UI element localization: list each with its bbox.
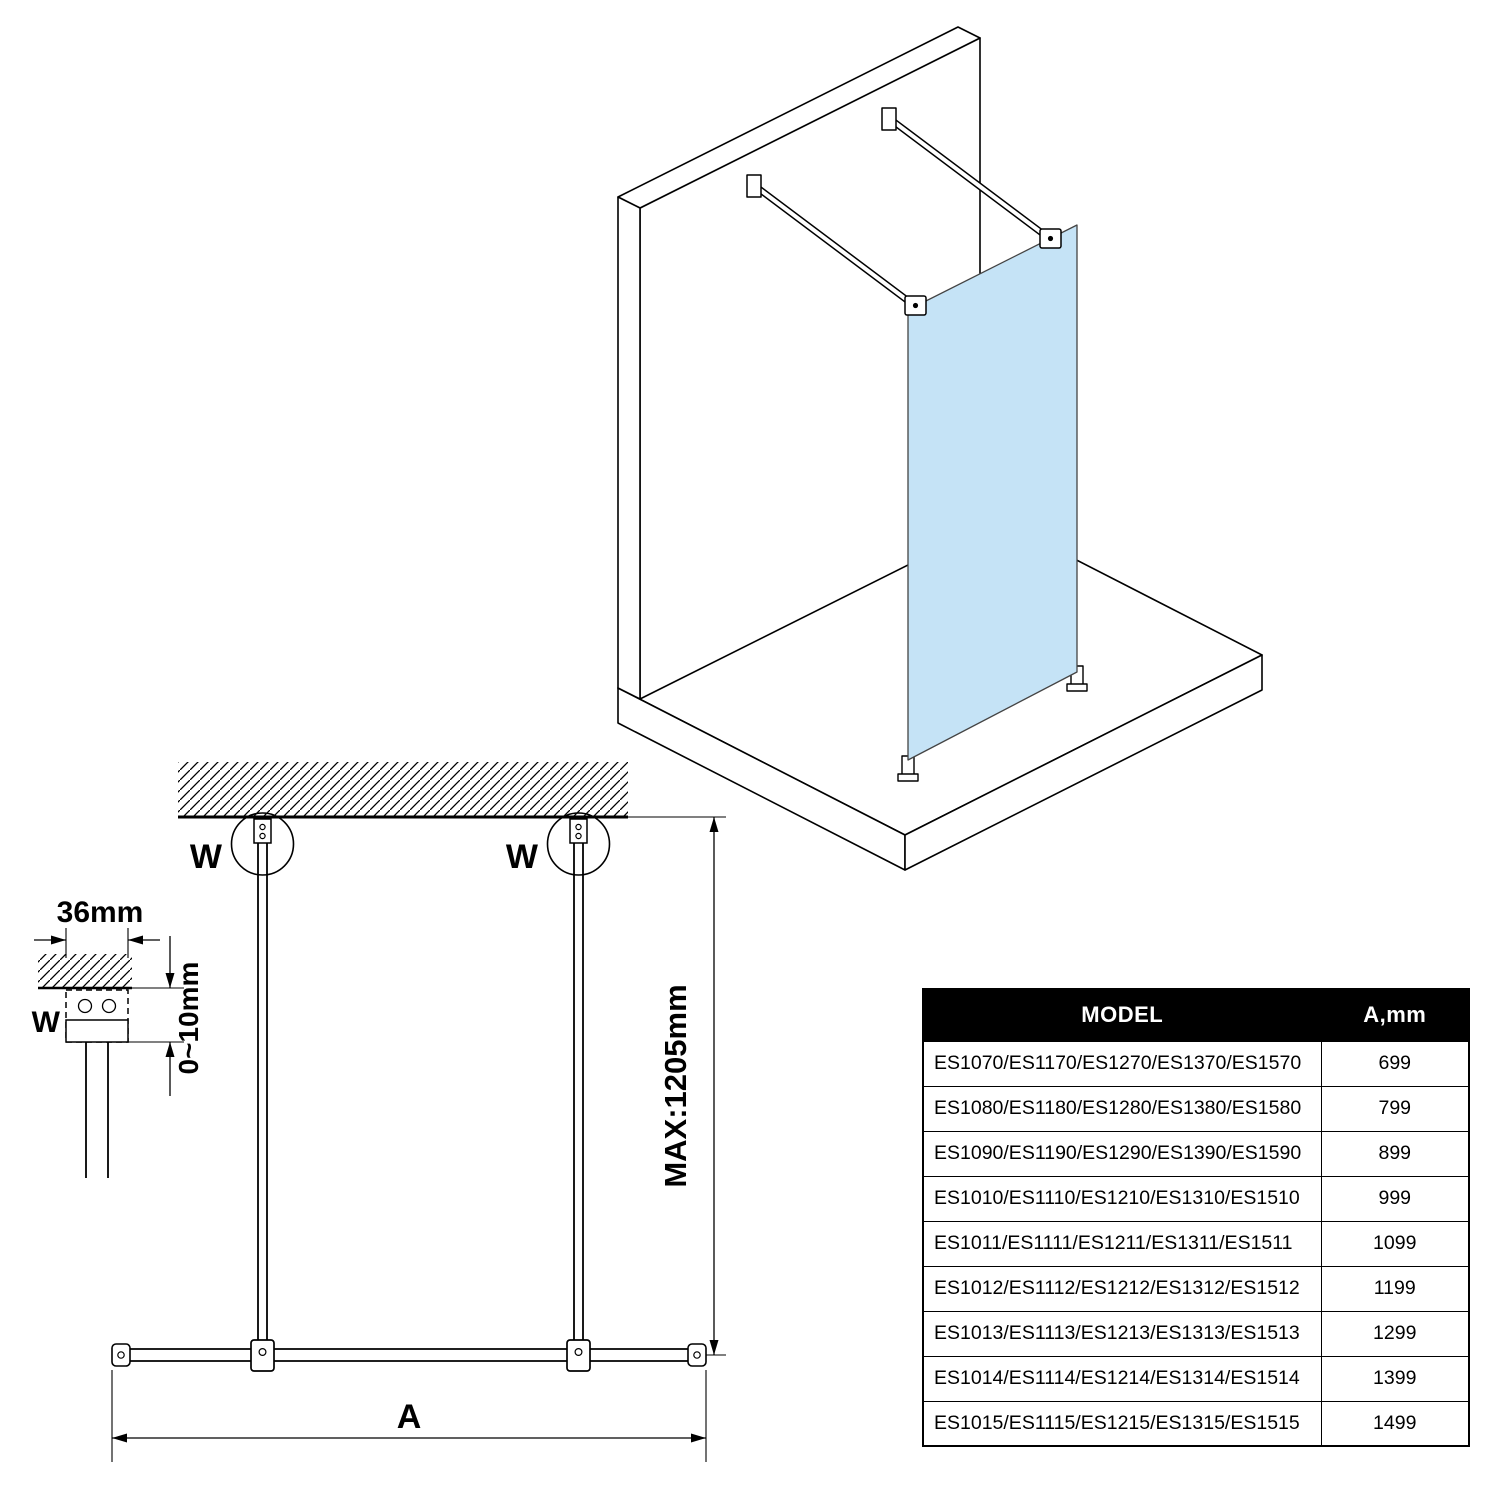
- a-value-cell: 899: [1320, 1130, 1470, 1177]
- vertical-bar-left: [253, 817, 272, 1346]
- dimension-max-height: MAX:1205mm: [628, 816, 726, 1356]
- model-cell: ES1012/ES1112/ES1212/ES1312/ES1512: [922, 1265, 1322, 1312]
- support-bar-front: [746, 174, 927, 316]
- a-value-cell: 699: [1320, 1040, 1470, 1087]
- detail-rod: [85, 1042, 109, 1178]
- a-value-cell: 1499: [1320, 1400, 1470, 1447]
- glass-panel: [907, 224, 1078, 761]
- glass-foot-right-base: [1066, 683, 1088, 692]
- dimension-max-label: MAX:1205mm: [658, 984, 693, 1187]
- a-value-cell: 799: [1320, 1085, 1470, 1132]
- ceiling-mount-left: [253, 818, 272, 844]
- dimension-gap-label: 0~10mm: [173, 962, 204, 1075]
- model-cell: ES1011/ES1111/ES1211/ES1311/ES1511: [922, 1220, 1322, 1267]
- support-bar-back: [881, 107, 1062, 249]
- wall-plate-back: [881, 107, 897, 131]
- model-table: MODEL A,mm ES1070/ES1170/ES1270/ES1370/E…: [922, 988, 1470, 1447]
- glass-feet: [897, 665, 1088, 782]
- a-value-cell: 1199: [1320, 1265, 1470, 1312]
- iso-view: [617, 26, 1263, 871]
- wall-left-face: [617, 196, 641, 700]
- a-value-cell: 1099: [1320, 1220, 1470, 1267]
- ceiling-hatch: [178, 762, 628, 817]
- model-cell: ES1070/ES1170/ES1270/ES1370/ES1570: [922, 1040, 1322, 1087]
- wall-marker-left: W: [190, 838, 223, 876]
- model-cell: ES1080/ES1180/ES1280/ES1380/ES1580: [922, 1085, 1322, 1132]
- model-cell: ES1015/ES1115/ES1215/ES1315/ES1515: [922, 1400, 1322, 1447]
- dimension-a-label: A: [397, 1398, 422, 1436]
- model-cell: ES1090/ES1190/ES1290/ES1390/ES1590: [922, 1130, 1322, 1177]
- glass-foot-left-base: [897, 773, 919, 782]
- detail-wall-marker: W: [32, 1006, 61, 1039]
- detail-ceiling-hatch: [38, 954, 132, 988]
- ceiling-mount-right: [569, 818, 588, 844]
- dimension-gap: 0~10mm: [128, 936, 204, 1096]
- model-cell: ES1010/ES1110/ES1210/ES1310/ES1510: [922, 1175, 1322, 1222]
- vertical-bar-right: [569, 817, 588, 1346]
- callout-circle-left: [230, 812, 295, 876]
- detail-width-label: 36mm: [57, 896, 144, 929]
- wall-marker-right: W: [506, 838, 539, 876]
- wall-plate-front: [746, 174, 762, 198]
- table-header-row: MODEL A,mm: [922, 988, 1470, 1042]
- bracket-screw-left: [77, 998, 93, 1014]
- glass-top-rail: [111, 1339, 707, 1372]
- model-column-header: MODEL: [922, 988, 1322, 1042]
- floor-front-right-face: [904, 654, 1263, 871]
- bracket-screw-right: [101, 998, 117, 1014]
- wall-slab: [617, 26, 981, 700]
- dimension-a: A: [111, 1370, 707, 1462]
- a-value-cell: 1299: [1320, 1310, 1470, 1357]
- detail-view: 36mm W: [32, 896, 204, 1178]
- a-column-header: A,mm: [1320, 988, 1470, 1042]
- callout-circle-right: [546, 812, 611, 876]
- a-value-cell: 1399: [1320, 1355, 1470, 1402]
- mount-bracket: [65, 989, 129, 1043]
- model-cell: ES1013/ES1113/ES1213/ES1313/ES1513: [922, 1310, 1322, 1357]
- front-view: W W A: [111, 762, 726, 1462]
- a-value-cell: 999: [1320, 1175, 1470, 1222]
- model-cell: ES1014/ES1114/ES1214/ES1314/ES1514: [922, 1355, 1322, 1402]
- dimension-36mm: [34, 928, 160, 958]
